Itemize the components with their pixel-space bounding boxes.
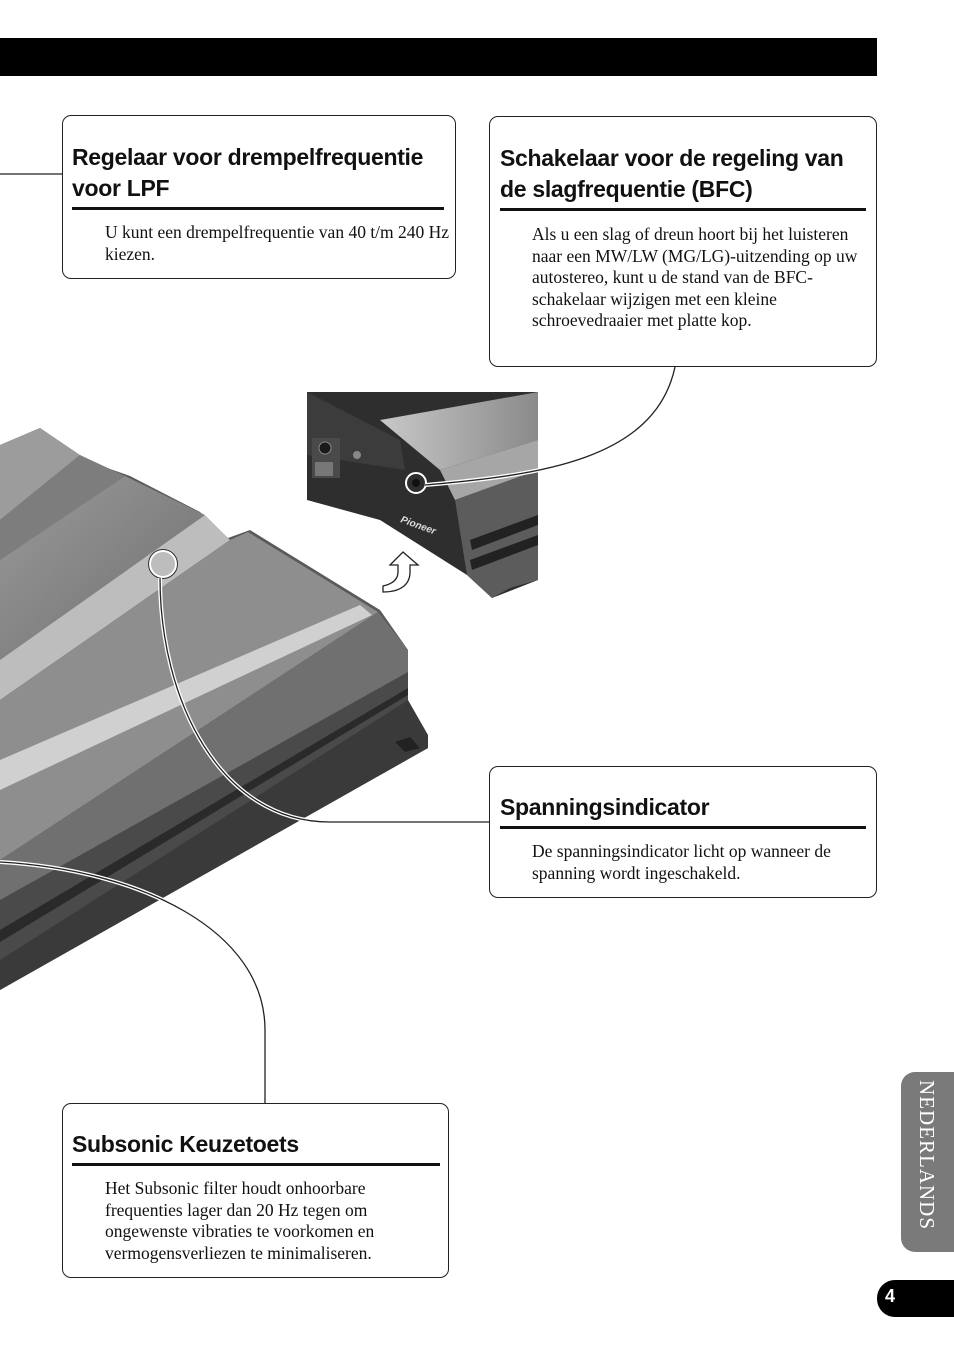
subsonic-text: Het Subsonic filter houdt onhoorbare fre… — [105, 1178, 375, 1263]
bfc-title: Schakelaar voor de regeling van de slagf… — [500, 143, 866, 211]
subsonic-title: Subsonic Keuzetoets — [72, 1129, 440, 1166]
lpf-callout: Regelaar voor drempelfrequentie voor LPF… — [62, 115, 456, 279]
bfc-text: Als u een slag of dreun hoort bij het lu… — [532, 224, 858, 330]
header-bar — [0, 38, 877, 76]
power-indicator-callout: Spanningsindicator De spanningsindicator… — [489, 766, 877, 898]
page-number: 4 — [885, 1286, 896, 1306]
page-number-badge: 4 — [877, 1280, 954, 1317]
power-indicator-text: De spanningsindicator licht op wanneer d… — [532, 841, 831, 883]
leader-lines — [0, 173, 677, 1103]
lpf-text: U kunt een drempelfrequentie van 40 t/m … — [105, 222, 450, 264]
rotate-arrow-icon — [382, 551, 420, 593]
amplifier-side-detail: Pioneer — [307, 392, 538, 598]
power-indicator-title: Spanningsindicator — [500, 792, 866, 829]
subsonic-callout: Subsonic Keuzetoets Het Subsonic filter … — [62, 1103, 449, 1278]
language-tab-label: NEDERLANDS — [915, 1080, 939, 1230]
lpf-title: Regelaar voor drempelfrequentie voor LPF — [72, 142, 444, 210]
bfc-callout: Schakelaar voor de regeling van de slagf… — [489, 116, 877, 367]
amplifier-body — [0, 428, 428, 990]
language-tab: NEDERLANDS — [901, 1072, 954, 1252]
